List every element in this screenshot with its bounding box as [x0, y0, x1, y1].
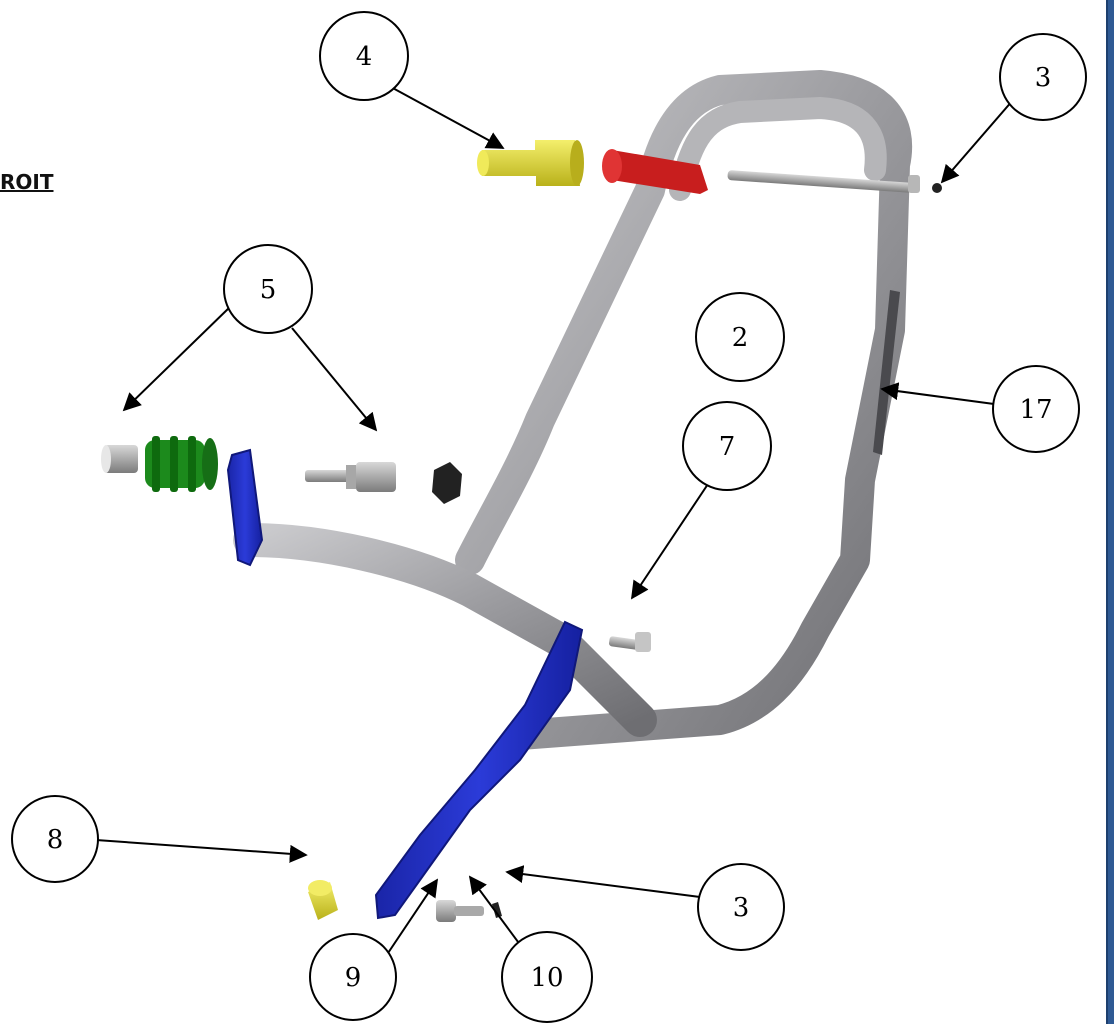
callout-10: 10: [501, 931, 593, 1023]
callout-7: 7: [682, 401, 772, 491]
black-nut: [432, 462, 462, 504]
callout-4: 4: [319, 11, 409, 101]
blue-bracket-upper: [226, 448, 264, 567]
svg-text:10: 10: [530, 963, 563, 993]
svg-text:5: 5: [260, 275, 277, 305]
crash-bar-tube: [233, 70, 913, 750]
svg-text:7: 7: [719, 432, 736, 462]
page-frame-edge: [1106, 0, 1114, 1024]
blue-bracket-lower: [374, 620, 584, 920]
metal-sleeve: [101, 445, 138, 473]
leader-lines: [95, 79, 1014, 966]
svg-text:4: 4: [356, 42, 373, 72]
bottom-bolt: [436, 900, 502, 922]
yellow-cap-part: [477, 140, 584, 186]
callout-8: 8: [11, 795, 99, 883]
green-rubber-bushing: [145, 436, 218, 492]
callout-2: 2: [695, 292, 785, 382]
svg-text:9: 9: [345, 963, 362, 993]
hex-bolt: [305, 462, 396, 492]
section-title: ROIT: [0, 170, 54, 194]
callout-9: 9: [309, 933, 397, 1021]
svg-text:8: 8: [47, 825, 64, 855]
callout-5: 5: [223, 244, 313, 334]
yellow-bushing-8: [308, 880, 338, 920]
callout-17: 17: [992, 365, 1080, 453]
sticker-label-17: [873, 290, 900, 455]
long-through-bolt: [727, 170, 942, 193]
red-spacer: [602, 149, 708, 194]
svg-text:3: 3: [1035, 63, 1052, 93]
svg-text:3: 3: [733, 893, 750, 923]
small-bolt-7: [608, 632, 651, 652]
callout-3-bottom: 3: [697, 863, 785, 951]
svg-text:17: 17: [1019, 395, 1052, 425]
svg-text:2: 2: [732, 323, 749, 353]
callout-3-top: 3: [999, 33, 1087, 121]
